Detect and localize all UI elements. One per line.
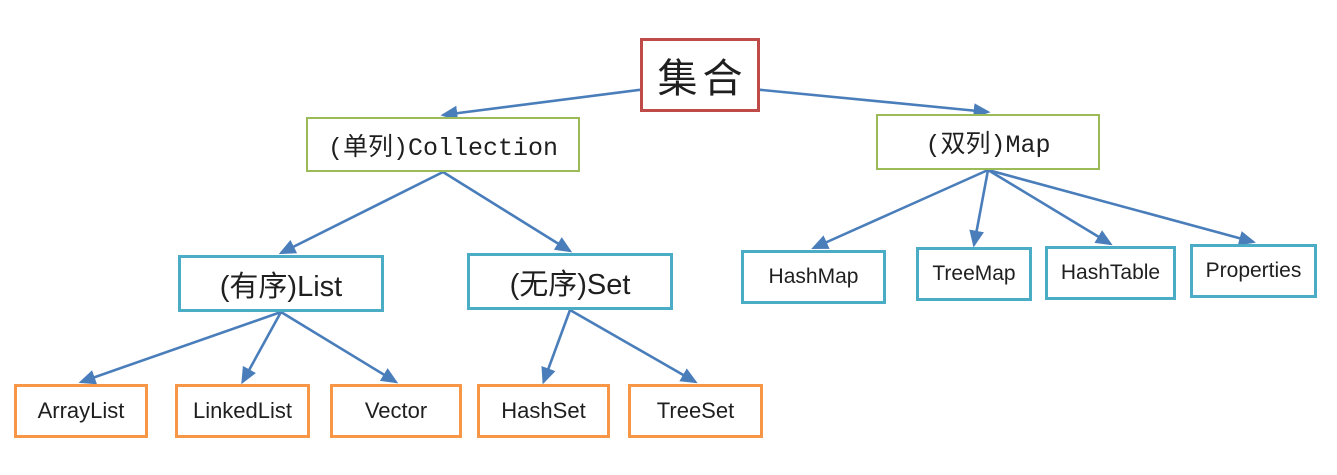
edge-map-treemap-arrow — [969, 169, 990, 248]
node-label: HashSet — [501, 398, 586, 423]
edge-list-linkedlist-arrow — [241, 311, 283, 385]
node-hashset: HashSet — [477, 384, 610, 438]
node-vector: Vector — [330, 384, 462, 438]
node-map: (双列)Map — [876, 114, 1100, 170]
node-treeset: TreeSet — [628, 384, 763, 438]
edge-map-hashmap-arrow — [811, 168, 989, 250]
node-label: 集合 — [657, 56, 748, 102]
edge-map-properties-arrow — [987, 168, 1256, 246]
edge-list-vector-arrow — [280, 310, 399, 384]
node-label: ArrayList — [37, 398, 125, 423]
node-list: (有序)List — [178, 255, 384, 312]
node-properties: Properties — [1190, 244, 1317, 298]
edge-set-treeset-arrow — [569, 308, 698, 384]
edge-set-hashset-arrow — [541, 309, 572, 385]
node-hashmap: HashMap — [741, 250, 886, 304]
node-arraylist: ArrayList — [14, 384, 148, 438]
node-label: HashMap — [768, 265, 859, 288]
node-treemap: TreeMap — [916, 247, 1032, 301]
node-hashtable: HashTable — [1045, 246, 1176, 300]
node-label: Vector — [364, 398, 428, 423]
edge-root-map-arrow — [759, 88, 991, 119]
edge-map-hashtable-arrow — [987, 168, 1113, 246]
node-label: (双列)Map — [925, 131, 1051, 160]
node-label: LinkedList — [192, 398, 293, 423]
node-collection: (单列)Collection — [306, 117, 580, 172]
node-label: (单列)Collection — [327, 133, 559, 163]
edge-root-collection-arrow — [440, 88, 641, 121]
node-label: HashTable — [1060, 261, 1161, 284]
edge-list-arraylist-arrow — [78, 310, 282, 385]
edge-collection-list-arrow — [278, 170, 444, 255]
node-label: Properties — [1205, 259, 1302, 282]
node-label: TreeMap — [932, 262, 1016, 285]
node-linkedlist: LinkedList — [175, 384, 310, 438]
node-label: (无序)Set — [509, 268, 631, 301]
edge-collection-set-arrow — [442, 170, 573, 253]
node-label: (有序)List — [219, 270, 343, 303]
node-set: (无序)Set — [467, 253, 673, 310]
node-label: TreeSet — [656, 398, 735, 423]
node-root: 集合 — [640, 38, 760, 112]
